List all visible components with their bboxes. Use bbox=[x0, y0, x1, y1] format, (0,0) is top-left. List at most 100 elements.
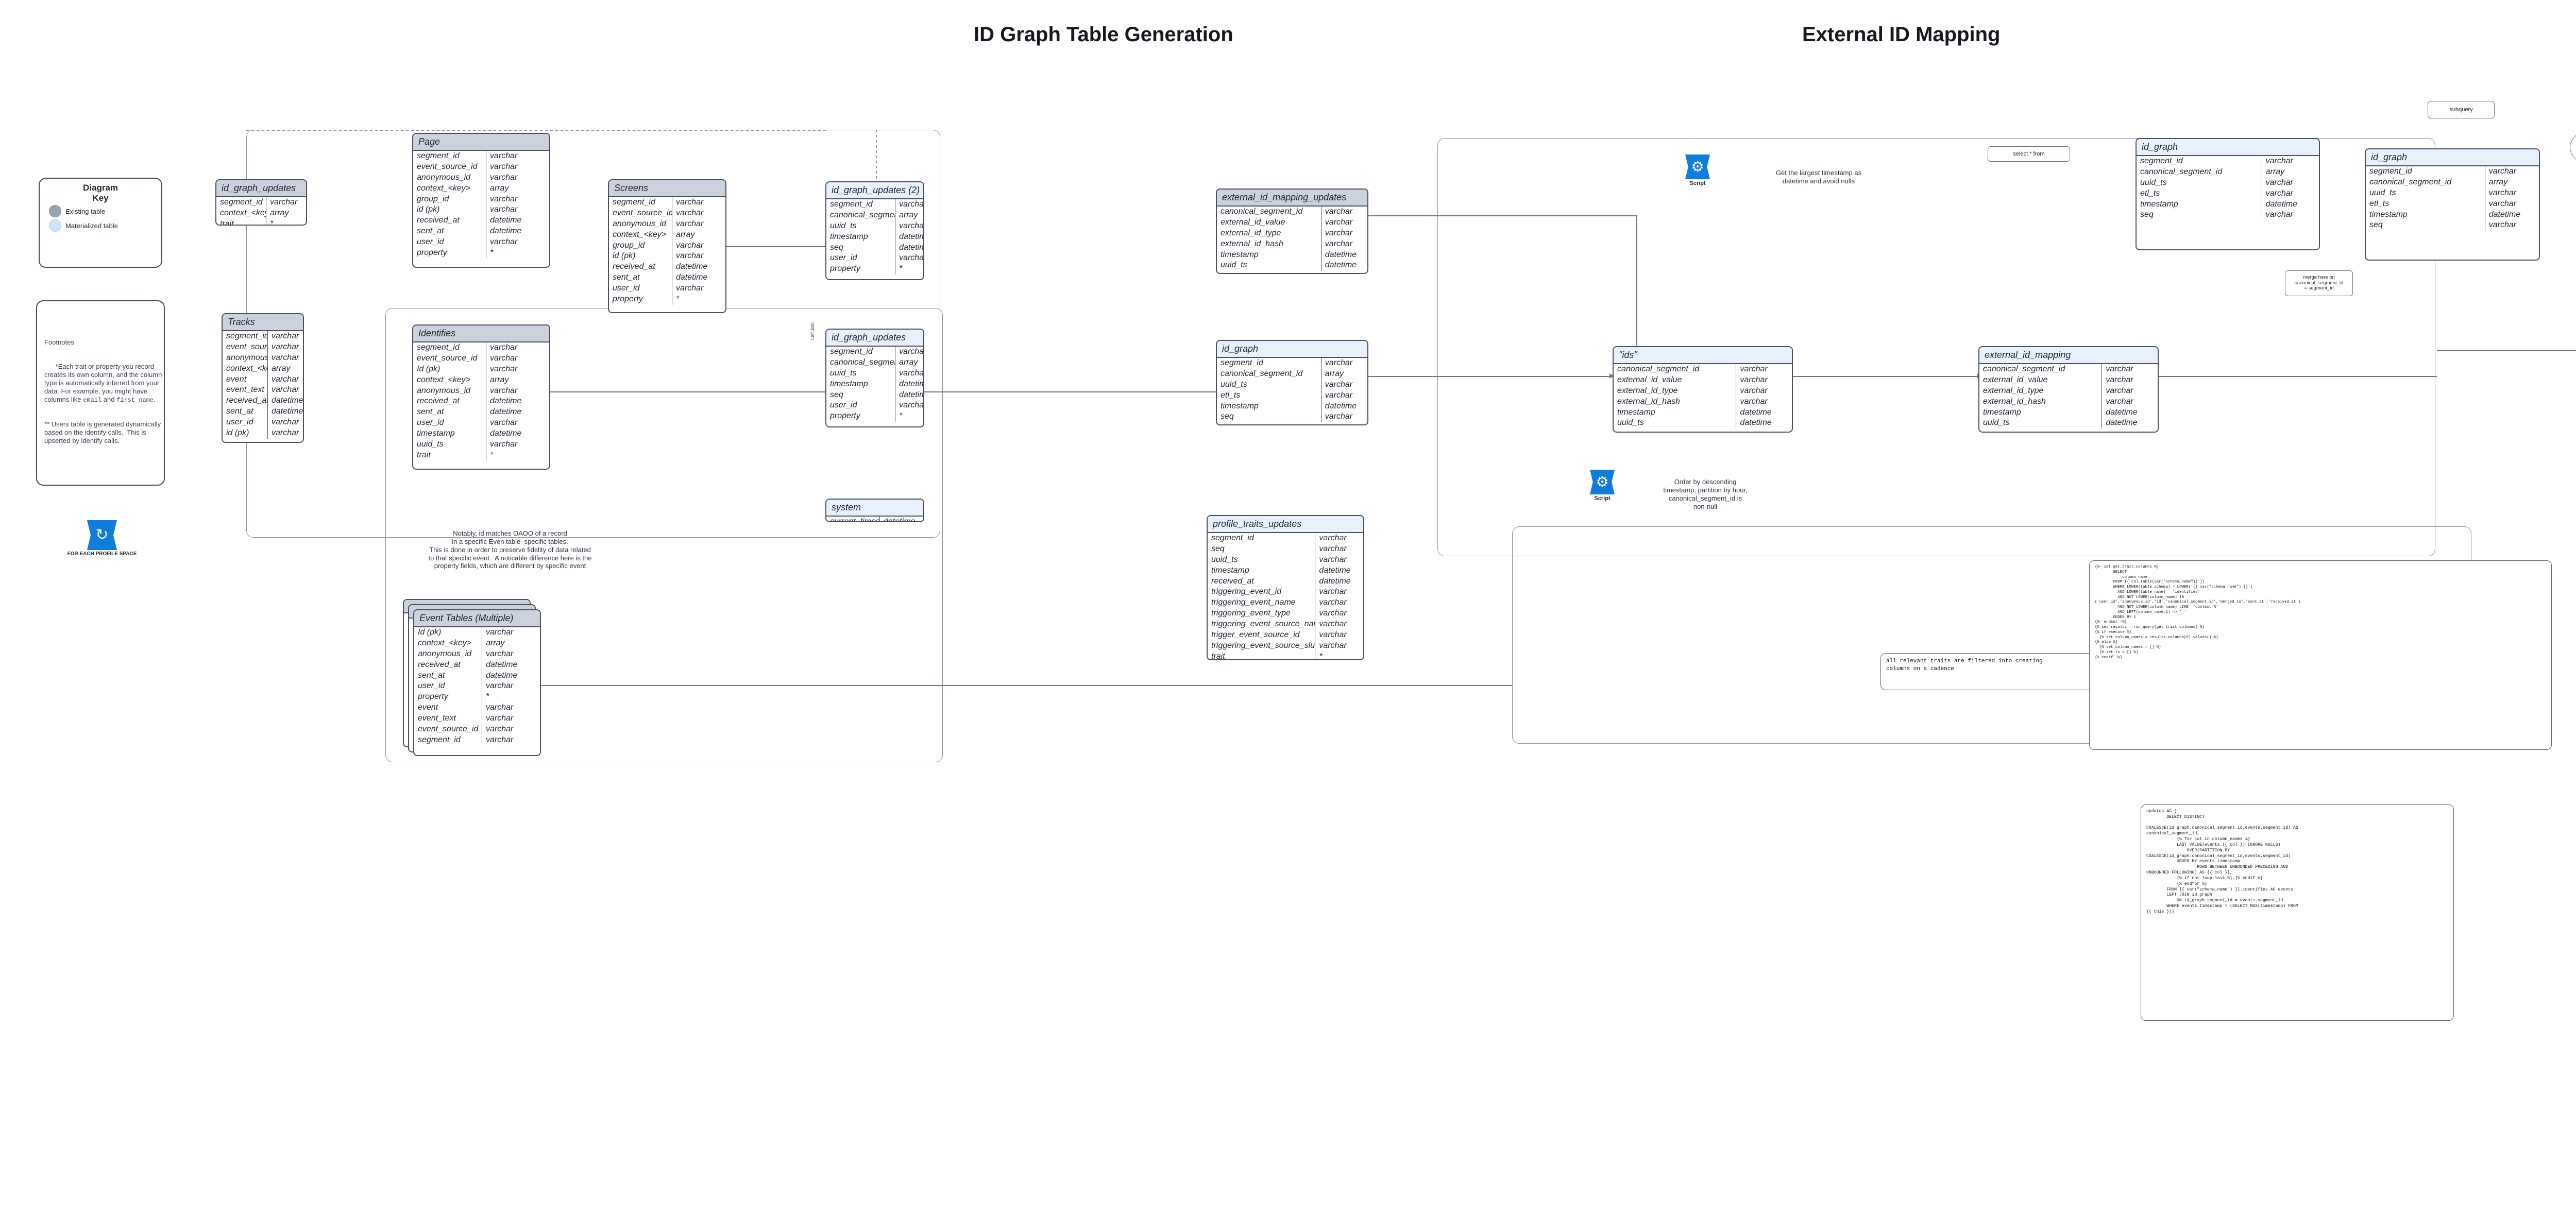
script-node-largest-timestamp[interactable]: ⚙ Script bbox=[1669, 155, 1726, 186]
connector-arrow-idgraph-ids bbox=[1609, 373, 1614, 379]
er-column-name: uuid_ts bbox=[413, 439, 486, 450]
er-table-title: Event Tables (Multiple) bbox=[414, 610, 540, 627]
er-column-name: user_id bbox=[413, 237, 486, 248]
er-column-name: id (pk) bbox=[413, 204, 486, 216]
er-column-type: varchar bbox=[1319, 534, 1347, 542]
er-column-name: user_id bbox=[826, 253, 896, 264]
connector-h-7 bbox=[1368, 376, 1613, 377]
er-column-type: varchar bbox=[1319, 544, 1347, 553]
er-column-type: datetime bbox=[490, 227, 522, 236]
er-column-name: etl_ts bbox=[2366, 198, 2485, 210]
er-column-type: varchar bbox=[272, 374, 299, 384]
er-column-type: varchar bbox=[899, 401, 923, 410]
er-column-name: seq bbox=[1208, 543, 1316, 555]
er-column-name: property bbox=[609, 294, 672, 305]
connector-v-1 bbox=[1636, 215, 1637, 365]
legend-item-materialized: Materialized table bbox=[40, 217, 161, 232]
er-table-title: id_graph bbox=[2137, 139, 2319, 156]
section-title-external-id-mapping: External ID Mapping bbox=[1802, 23, 2001, 46]
er-column-type: varchar bbox=[2265, 210, 2293, 219]
connector-h-8 bbox=[2159, 376, 2437, 377]
er-column-name: uuid_ts bbox=[1217, 260, 1321, 271]
er-column-type: varchar bbox=[272, 353, 299, 362]
er-column-type: varchar bbox=[490, 205, 518, 214]
er-column-name: trait bbox=[216, 218, 266, 225]
er-table-rows: segment_idvarcharcontext_<key>arraytrait… bbox=[216, 197, 306, 225]
er-column-name: canonical_segment_id bbox=[1217, 368, 1321, 380]
er-column-name: external_id_hash bbox=[1614, 396, 1737, 407]
code-block-updates-all-sql: updates AS ( SELECT DISTINCT COALESCE(id… bbox=[2141, 804, 2454, 1021]
er-table-row: id (pk) varchar bbox=[413, 204, 549, 216]
select-star-from-pill: select * from bbox=[1988, 146, 2070, 162]
gear-icon-2: ⚙ bbox=[1590, 470, 1615, 494]
er-column-type: varchar bbox=[1740, 365, 1768, 373]
er-column-name: external_id_type bbox=[1217, 228, 1321, 239]
footnote-mono-email: email bbox=[83, 396, 102, 404]
script-note-largest-timestamp: Get the largest timestamp as datetime an… bbox=[1775, 169, 1862, 185]
er-table-row: property* bbox=[609, 294, 725, 305]
er-column-name: event bbox=[223, 374, 268, 385]
er-table-tracks[interactable]: Trackssegment_idvarcharevent_source_idva… bbox=[222, 313, 304, 443]
er-column-name: user_id bbox=[413, 418, 486, 428]
er-table-title: Screens bbox=[609, 180, 725, 197]
er-column-type: varchar bbox=[490, 364, 518, 373]
er-table-title: external_id_mapping_updates bbox=[1217, 190, 1367, 207]
union-node: Union bbox=[2570, 129, 2576, 166]
er-table-id-graph-updates[interactable]: id_graph_updatessegment_idvarcharcanonic… bbox=[825, 329, 924, 427]
er-column-type: varchar bbox=[1325, 390, 1353, 400]
er-table-row: id (pk)varchar bbox=[609, 251, 725, 262]
er-column-name: anonymous_id bbox=[223, 352, 268, 364]
er-column-type: varchar bbox=[2488, 199, 2517, 208]
er-column-name: Id (pk) bbox=[413, 364, 486, 375]
er-column-name: sent_at bbox=[413, 407, 486, 418]
er-column-name: segment_id bbox=[826, 347, 896, 357]
left-join-vertical-label: Left Join bbox=[810, 322, 815, 340]
er-column-type: varchar bbox=[676, 241, 704, 250]
er-column-type: varchar bbox=[899, 347, 923, 356]
er-table-id-graph-updates-2[interactable]: id_graph_updates (2)segment_idvarcharcan… bbox=[825, 181, 924, 280]
er-table-title: Page bbox=[413, 134, 549, 151]
connector-dashed-top-left bbox=[246, 130, 828, 131]
script-node-order-by[interactable]: ⚙ Script bbox=[1574, 470, 1631, 502]
er-column-type: varchar bbox=[486, 681, 514, 691]
er-column-name: property bbox=[414, 692, 482, 703]
er-column-name: sent_at bbox=[223, 406, 268, 417]
er-column-name: event_text bbox=[223, 385, 268, 396]
er-column-name: timestamp bbox=[826, 379, 896, 390]
connector-h-4 bbox=[924, 391, 1216, 392]
er-column-name: segment_id bbox=[223, 331, 268, 342]
er-table-row: property* bbox=[826, 264, 923, 275]
